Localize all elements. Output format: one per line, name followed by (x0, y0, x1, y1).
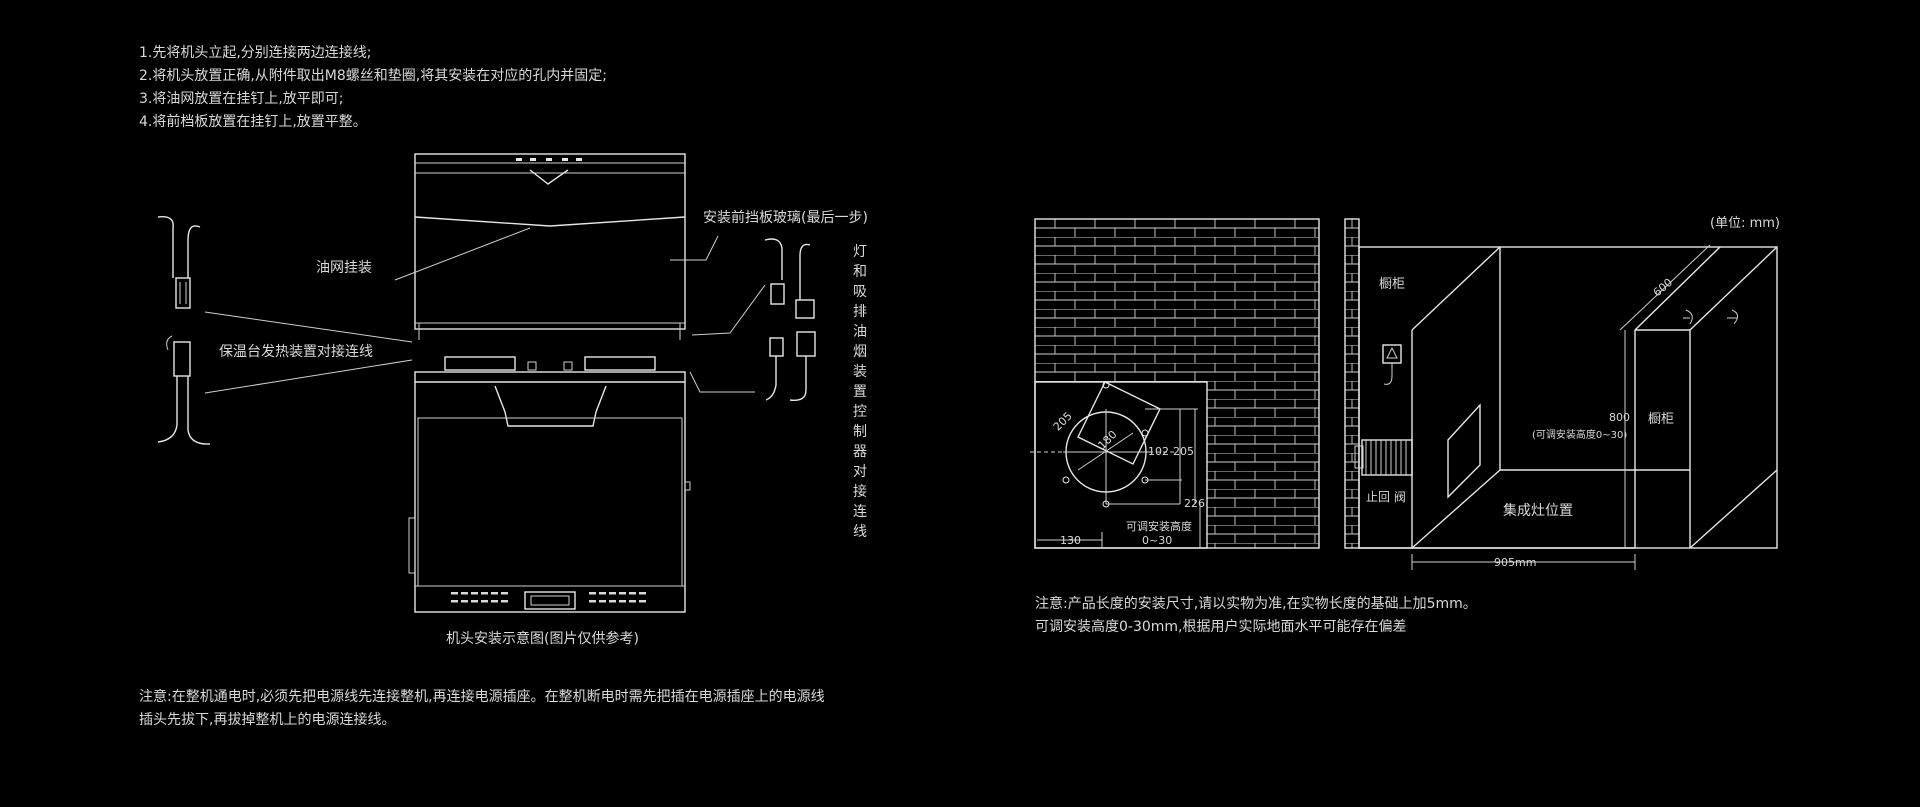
power-note: 注意:在整机通电时,必须先把电源线先连接整机,再连接电源插座。在整机断电时需先把… (139, 686, 825, 732)
dim-205b: 205 (1173, 445, 1194, 458)
dim-205a: 205 (1051, 410, 1075, 434)
wall-elevation (1030, 218, 1320, 549)
step-2: 2.将机头放置正确,从附件取出M8螺丝和垫圈,将其安装在对应的孔内并固定; (139, 68, 607, 84)
dim-102: 102 (1148, 445, 1169, 458)
size-note-line-1: 注意:产品长度的安装尺寸,请以实物为准,在实物长度的基础上加5mm。 (1035, 596, 1477, 612)
unit-label: (单位: mm) (1710, 216, 1780, 231)
warmer-wire-label: 保温台发热装置对接连线 (219, 343, 373, 360)
step-4: 4.将前档板放置在挂钉上,放置平整。 (139, 114, 367, 130)
check-valve-label: 止回 阀 (1366, 490, 1406, 504)
room-perspective (1344, 218, 1778, 570)
dim-800-note: (可调安装高度0~30) (1532, 428, 1627, 441)
diagram-caption: 机头安装示意图(图片仅供参考) (446, 631, 639, 647)
dim-800: 800 (1609, 411, 1630, 424)
cabinet-right-label: 橱柜 (1648, 412, 1674, 427)
power-note-line-1: 注意:在整机通电时,必须先把电源线先连接整机,再连接电源插座。在整机断电时需先把… (139, 689, 825, 705)
oil-net-label: 油网挂装 (316, 260, 372, 276)
left-connector (157, 216, 211, 445)
front-glass-label: 安装前挡板玻璃(最后一步) (703, 209, 868, 226)
dim-905: 905mm (1494, 556, 1536, 569)
stove-position-label: 集成灶位置 (1503, 502, 1573, 519)
dim-130: 130 (1060, 534, 1081, 547)
size-note-line-2: 可调安装高度0-30mm,根据用户实际地面水平可能存在偏差 (1035, 619, 1407, 635)
power-note-line-2: 插头先拔下,再拔掉整机上的电源连接线。 (139, 712, 396, 728)
step-3: 3.将油网放置在挂钉上,放平即可; (139, 91, 344, 107)
cabinet-left-label: 橱柜 (1379, 277, 1405, 292)
adjust-height-label: 可调安装高度 (1126, 519, 1192, 533)
size-note: 注意:产品长度的安装尺寸,请以实物为准,在实物长度的基础上加5mm。 可调安装高… (1035, 593, 1477, 639)
adjust-range-label: 0~30 (1142, 534, 1172, 547)
dim-226: 226 (1184, 497, 1205, 510)
dim-600: 600 (1651, 276, 1675, 299)
install-steps: 1.先将机头立起,分别连接两边连接线; 2.将机头放置正确,从附件取出M8螺丝和… (139, 42, 607, 134)
dim-180: 180 (1096, 428, 1120, 452)
hood-unit (408, 153, 691, 613)
step-1: 1.先将机头立起,分别连接两边连接线; (139, 45, 372, 61)
right-connector (764, 238, 816, 401)
light-wire-label: 灯和吸排油烟装置控制器对接连线 (853, 244, 867, 540)
